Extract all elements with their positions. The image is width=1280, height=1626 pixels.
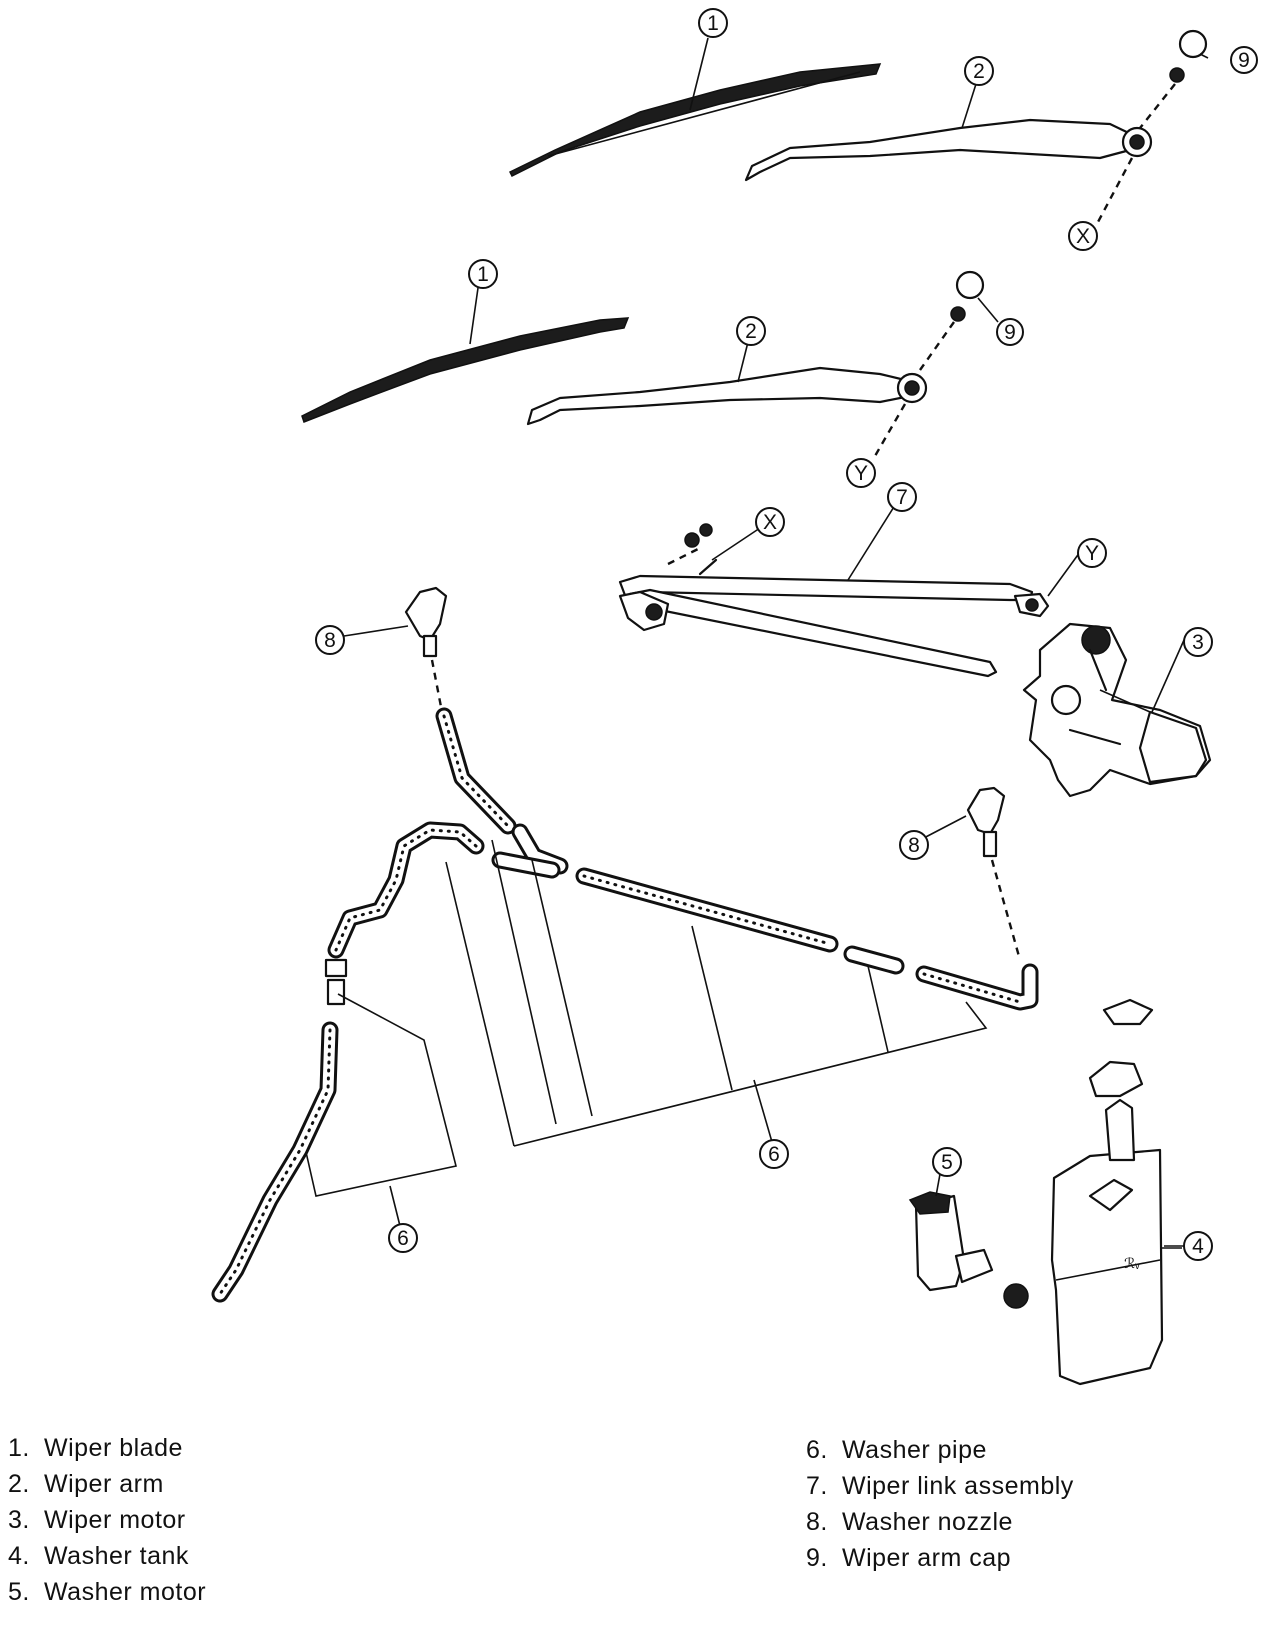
legend-label: Washer tank (44, 1542, 189, 1570)
legend-number: 5. (8, 1578, 30, 1606)
callout-y-lower-label: Y (854, 462, 868, 485)
callout-8-left-label: 8 (324, 629, 336, 652)
callout-8-right-label: 8 (908, 834, 920, 857)
legend-label: Wiper motor (44, 1506, 186, 1534)
callout-8-right: 8 (899, 830, 929, 860)
legend-number: 4. (8, 1542, 30, 1570)
callout-6-center: 6 (759, 1139, 789, 1169)
callout-x-upper-label: X (1076, 225, 1090, 248)
legend-item-washer-nozzle: 8. Washer nozzle (806, 1504, 1074, 1540)
legend-item-washer-motor: 5. Washer motor (8, 1574, 206, 1610)
callout-6-center-label: 6 (768, 1143, 780, 1166)
legend-label: Washer nozzle (842, 1508, 1013, 1536)
lower-wiper-arm-cap (873, 270, 985, 457)
legend-label: Wiper arm cap (842, 1544, 1012, 1572)
callout-2-upper-label: 2 (973, 60, 985, 83)
callout-3-label: 3 (1192, 631, 1204, 654)
callout-1-lower-label: 1 (477, 263, 489, 286)
legend-item-wiper-link-assembly: 7. Wiper link assembly (806, 1468, 1074, 1504)
wiper-washer-exploded-diagram: ℛᵥ 1 2 9 X 1 2 9 Y 7 X Y 8 3 8 6 6 5 4 (211, 8, 1258, 1386)
washer-pipe-set (211, 707, 1039, 1303)
tank-mark: ℛᵥ (1124, 1255, 1140, 1271)
callout-x-link-label: X (763, 511, 777, 534)
callout-9-lower-label: 9 (1004, 321, 1016, 344)
legend-left-column: 1.Wiper blade 2.Wiper arm 3.Wiper motor … (8, 1430, 206, 1610)
callout-4: 4 (1183, 1231, 1213, 1261)
lower-wiper-blade (301, 317, 630, 423)
callout-1-lower: 1 (468, 259, 498, 289)
callout-y-link: Y (1077, 538, 1107, 568)
callout-9-lower: 9 (996, 318, 1024, 346)
washer-pipe-leader-lines (305, 839, 988, 1227)
legend-label: Wiper arm (44, 1470, 164, 1498)
legend-number: 3. (8, 1506, 30, 1534)
upper-wiper-blade (508, 63, 882, 178)
legend-number: 1. (8, 1434, 30, 1462)
upper-wiper-arm (744, 118, 1153, 182)
legend-number: 6. (806, 1436, 828, 1464)
legend-item-wiper-blade: 1. Wiper blade (8, 1430, 206, 1466)
callout-y-lower: Y (846, 458, 876, 488)
callout-2-upper: 2 (964, 56, 994, 86)
legend-label: Washer pipe (842, 1436, 987, 1464)
washer-nozzle-right (966, 786, 1022, 961)
washer-motor (908, 1173, 1029, 1309)
washer-tank: ℛᵥ (1050, 998, 1182, 1386)
legend-right-column: 6. Washer pipe 7. Wiper link assembly 8. Wa… (806, 1432, 1074, 1576)
legend-item-wiper-arm: 2. Wiper arm (8, 1466, 206, 1502)
callout-4-label: 4 (1192, 1235, 1204, 1258)
callout-8-left: 8 (315, 625, 345, 655)
callout-2-lower: 2 (736, 316, 766, 346)
legend-label: Wiper link assembly (842, 1472, 1074, 1500)
callout-9-upper-label: 9 (1238, 49, 1250, 72)
legend-number: 2. (8, 1470, 30, 1498)
callout-2-lower-label: 2 (745, 320, 757, 343)
legend-item-washer-tank: 4. Washer tank (8, 1538, 206, 1574)
callout-9-upper: 9 (1230, 46, 1258, 74)
lower-wiper-arm (526, 366, 928, 426)
wiper-link-assembly (618, 523, 1050, 678)
callout-x-link: X (755, 507, 785, 537)
callout-7: 7 (887, 482, 917, 512)
washer-nozzle-left (404, 586, 448, 713)
legend-label: Wiper blade (44, 1434, 183, 1462)
legend-item-washer-pipe: 6. Washer pipe (806, 1432, 1074, 1468)
upper-wiper-arm-cap (1096, 29, 1208, 223)
callout-1-upper-label: 1 (707, 12, 719, 35)
legend-label: Washer motor (44, 1578, 207, 1606)
callout-6-left-label: 6 (397, 1227, 409, 1250)
callout-x-upper: X (1068, 221, 1098, 251)
legend-number: 7. (806, 1472, 828, 1500)
callout-6-left: 6 (388, 1223, 418, 1253)
callout-1-upper: 1 (698, 8, 728, 38)
callout-5-label: 5 (941, 1151, 953, 1174)
callout-5: 5 (932, 1147, 962, 1177)
legend-number: 8. (806, 1508, 828, 1536)
legend-item-wiper-motor: 3. Wiper motor (8, 1502, 206, 1538)
callout-7-label: 7 (896, 486, 908, 509)
callout-y-link-label: Y (1085, 542, 1099, 565)
legend-item-wiper-arm-cap: 9. Wiper arm cap (806, 1540, 1074, 1576)
legend-number: 9. (806, 1544, 828, 1572)
callout-3: 3 (1183, 627, 1213, 657)
wiper-motor (1022, 622, 1212, 798)
